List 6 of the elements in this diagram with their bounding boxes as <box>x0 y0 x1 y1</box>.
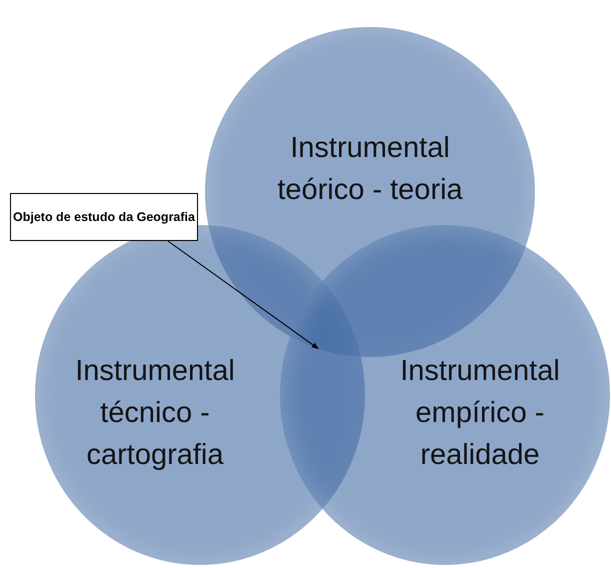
circle-label: Instrumental técnico - cartografia <box>74 354 236 473</box>
circle-label: Instrumental empírico - realidade <box>399 354 561 473</box>
callout-box <box>10 193 198 241</box>
callout-text: Objeto de estudo da Geografia <box>13 208 195 226</box>
leader-line <box>167 240 319 350</box>
circle-label: Instrumental teórico - teoria <box>276 131 464 208</box>
